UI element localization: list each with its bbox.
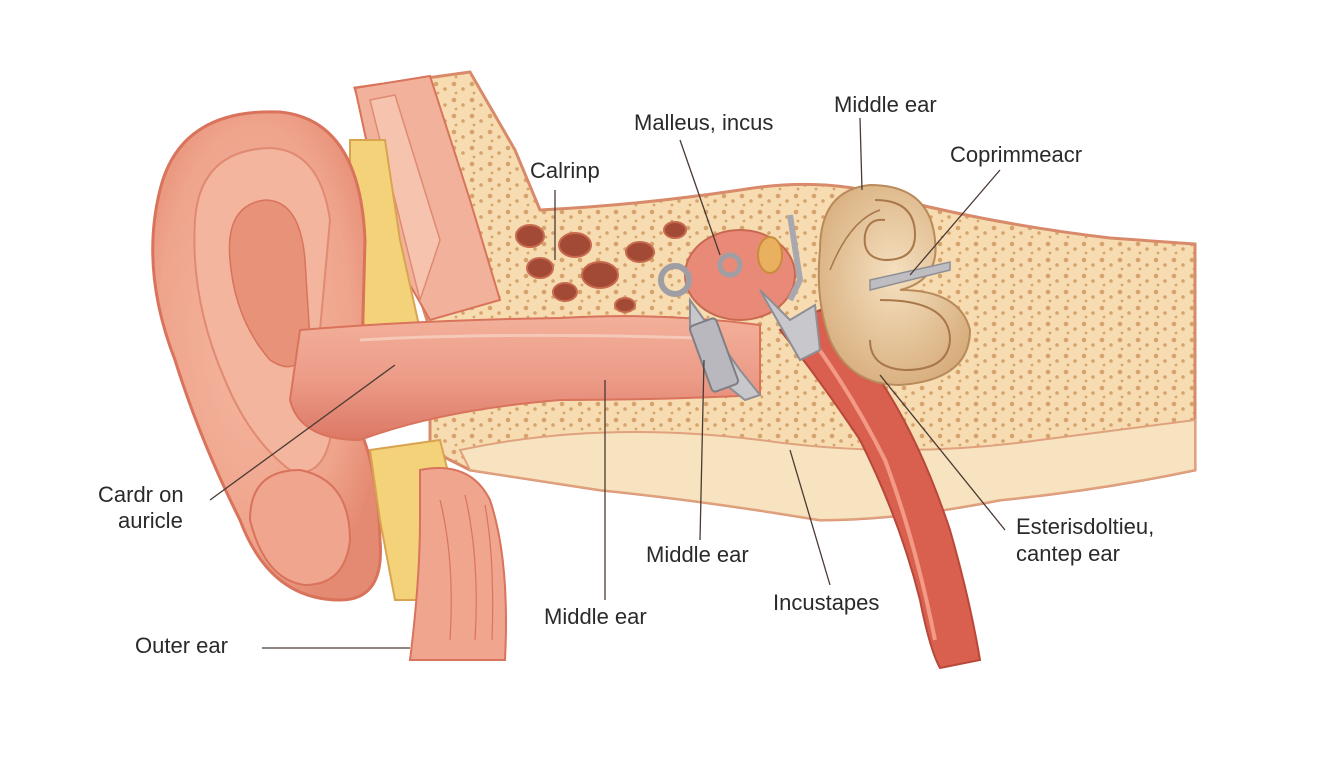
- ear-canal: [288, 315, 761, 442]
- cochlea: [817, 183, 972, 387]
- label-esterisdoltieu: Esterisdoltieu,: [1016, 514, 1155, 539]
- label-middle-ear-top: Middle ear: [834, 92, 937, 117]
- label-malleus-incus: Malleus, incus: [634, 110, 774, 135]
- label-cardron: Cardr on: [98, 482, 184, 507]
- label-calrinp: Calrinp: [530, 158, 600, 183]
- label-incustapes: Incustapes: [773, 590, 880, 615]
- label-outer-ear: Outer ear: [135, 633, 228, 658]
- label-cantep-ear: cantep ear: [1016, 541, 1120, 566]
- label-coprimmeacr: Coprimmeacr: [950, 142, 1083, 167]
- upper-tissue: [349, 74, 502, 331]
- ossicles: [658, 214, 822, 402]
- label-auricle: auricle: [118, 508, 183, 533]
- label-middle-ear-center: Middle ear: [646, 542, 749, 567]
- label-middle-ear-bottom: Middle ear: [544, 604, 647, 629]
- neck-tissue: [408, 467, 507, 661]
- leader-lines: [209, 117, 1006, 649]
- mastoid-air-cells: [515, 221, 687, 313]
